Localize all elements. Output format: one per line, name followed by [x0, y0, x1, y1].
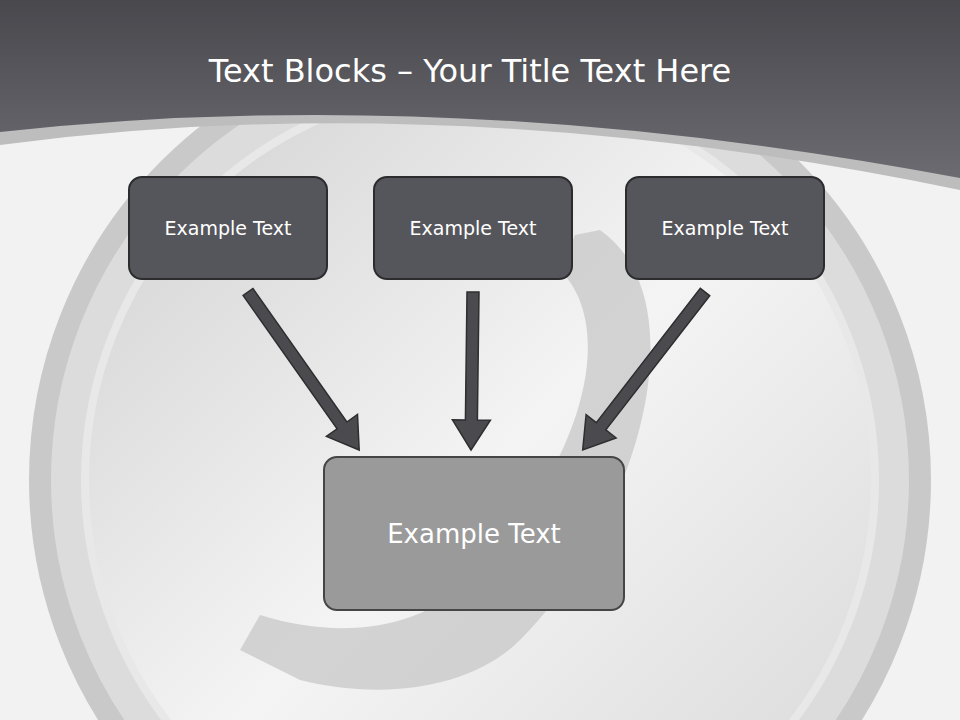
- block-arrow: [243, 289, 359, 451]
- block-arrow: [583, 288, 710, 450]
- result-box: Example Text: [323, 456, 625, 611]
- box-text: Example Text: [410, 217, 537, 239]
- slide-title: Text Blocks – Your Title Text Here: [0, 52, 940, 90]
- box-text: Example Text: [662, 217, 789, 239]
- input-box: Example Text: [128, 176, 328, 280]
- box-text: Example Text: [165, 217, 292, 239]
- input-box: Example Text: [373, 176, 573, 280]
- box-text: Example Text: [387, 519, 561, 549]
- input-box: Example Text: [625, 176, 825, 280]
- block-arrow: [452, 292, 490, 450]
- title-text: Text Blocks – Your Title Text Here: [209, 52, 731, 90]
